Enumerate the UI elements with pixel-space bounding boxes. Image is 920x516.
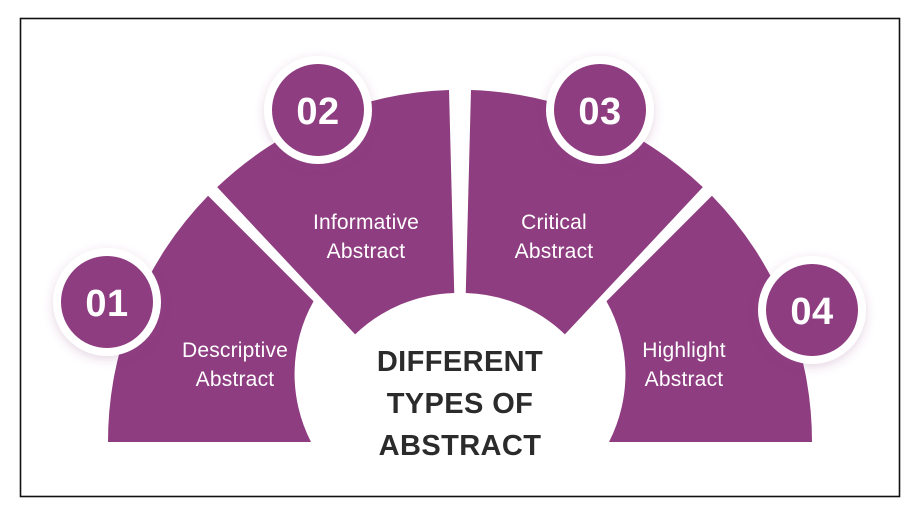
- segments-group: [107, 90, 813, 442]
- badge-01-number: 01: [85, 283, 128, 325]
- badge-03-number: 03: [578, 91, 621, 133]
- badge-02[interactable]: 02: [264, 56, 372, 164]
- badge-03[interactable]: 03: [546, 56, 654, 164]
- center-title: DIFFERENT TYPES OF ABSTRACT: [377, 346, 543, 462]
- badge-03-disc: [554, 64, 646, 156]
- segment-4-label-line-2: Abstract: [645, 368, 724, 391]
- segment-2-label-line-2: Abstract: [327, 240, 406, 263]
- badge-02-number: 02: [296, 91, 339, 133]
- segment-3-label-line-2: Abstract: [515, 240, 594, 263]
- page-border: [19, 17, 901, 498]
- segment-highlight-abstract[interactable]: [606, 195, 813, 442]
- badge-01[interactable]: 01: [53, 248, 161, 356]
- segment-critical-abstract[interactable]: [465, 90, 703, 335]
- segment-descriptive-abstract[interactable]: [107, 195, 314, 442]
- segment-2-label-line-1: Informative: [313, 211, 419, 234]
- badge-01-disc: [61, 256, 153, 348]
- number-badges-group: 01 02 03 04: [53, 56, 866, 364]
- badge-02-disc: [272, 64, 364, 156]
- segment-labels-group: Descriptive Abstract Informative Abstrac…: [182, 211, 726, 391]
- segment-3-label-line-1: Critical: [521, 211, 587, 234]
- segment-informative-abstract[interactable]: [217, 90, 455, 335]
- badge-04-number: 04: [790, 291, 833, 333]
- center-title-line-3: ABSTRACT: [379, 430, 542, 462]
- badge-04-disc: [766, 264, 858, 356]
- segment-1-label-line-1: Descriptive: [182, 339, 288, 362]
- center-title-line-1: DIFFERENT: [377, 346, 543, 378]
- badge-04[interactable]: 04: [758, 256, 866, 364]
- center-title-line-2: TYPES OF: [387, 388, 534, 420]
- segment-4-label-line-1: Highlight: [642, 339, 726, 362]
- segment-1-label-line-2: Abstract: [196, 368, 275, 391]
